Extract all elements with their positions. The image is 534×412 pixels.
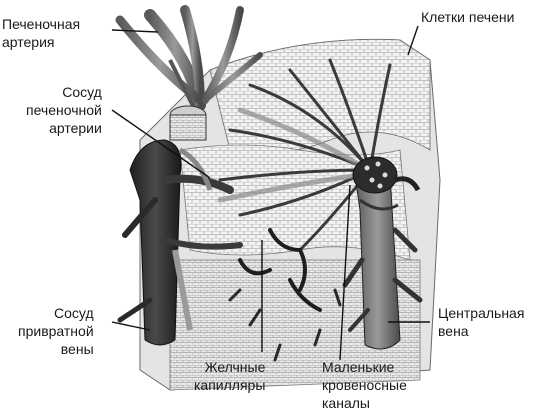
small-blood-channels: [228, 288, 342, 362]
label-hepatic-artery: Печеночная артерия: [2, 16, 81, 50]
portal-vein: [117, 139, 243, 346]
label-central-vein: Центральная вена: [438, 305, 525, 339]
label-hepatic-artery-vessel: Сосуд печеночной артерии: [26, 84, 102, 136]
vessel-bundle: [169, 105, 207, 141]
central-vein: [342, 167, 423, 350]
bile-capillaries: [238, 228, 322, 312]
hepatic-artery-vessel: [172, 147, 213, 331]
label-portal-vein-vessel: Сосуд привратной вены: [18, 305, 94, 357]
label-liver-cells: Клетки печени: [421, 9, 515, 25]
label-bile-capillaries: Желчные капилляры: [194, 359, 266, 393]
central-vein-opening: [352, 156, 421, 194]
leader-lines: [111, 25, 430, 361]
label-small-blood-channels: Маленькие кровеносные каналы: [322, 359, 407, 411]
